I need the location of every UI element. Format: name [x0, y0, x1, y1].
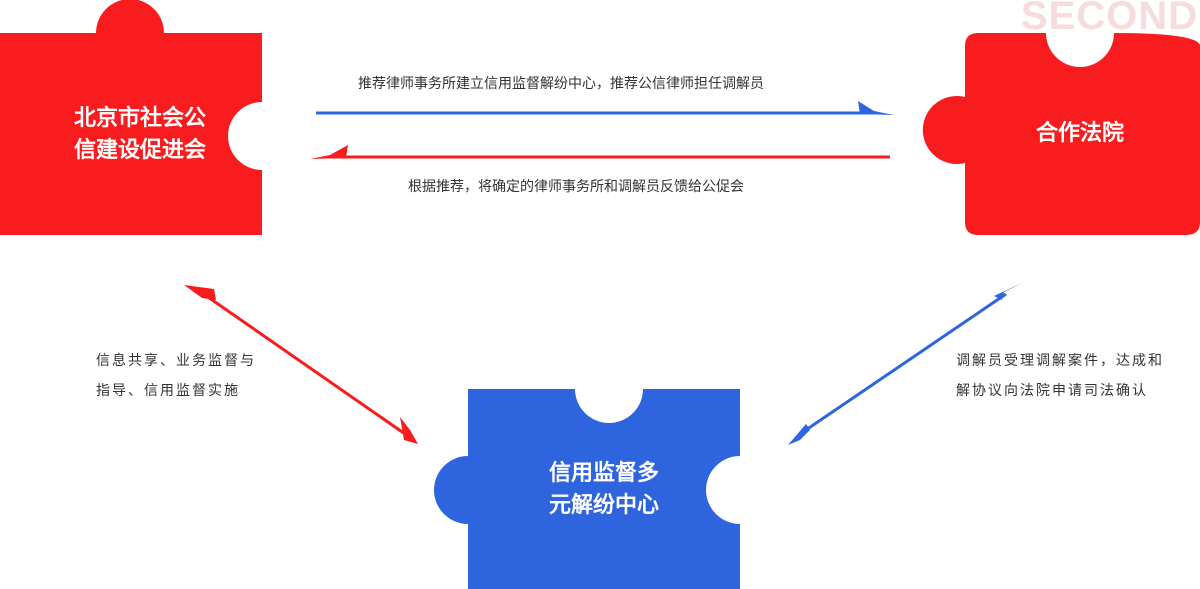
center-node-line1: 信用监督多	[548, 461, 659, 486]
center-node-line2: 元解纷中心	[548, 493, 659, 518]
share-arrow-head	[400, 417, 418, 444]
share-arrow-line	[204, 293, 409, 438]
apply-arrow-head	[994, 282, 1024, 300]
court-puzzle-piece	[922, 33, 1200, 235]
apply-arrow-tail	[788, 424, 810, 445]
apply-edge-line2: 解协议向法院申请司法确认	[956, 383, 1148, 399]
apply-edge-line1: 调解员受理调解案件，达成和	[956, 353, 1164, 369]
recommend-edge-label: 推荐律师事务所建立信用监督解纷中心，推荐公信律师担任调解员	[358, 76, 764, 92]
center-puzzle-piece	[434, 389, 740, 589]
apply-edge-label: 调解员受理调解案件，达成和 解协议向法院申请司法确认	[956, 346, 1164, 406]
share-edge-label: 信息共享、业务监督与 指导、信用监督实施	[96, 346, 256, 406]
beijing-puzzle-piece	[0, 0, 262, 235]
watermark-text: SECOND	[1020, 0, 1198, 38]
share-edge-line1: 信息共享、业务监督与	[96, 353, 256, 369]
beijing-node-label: 北京市社会公 信建设促进会	[40, 103, 240, 167]
feedback-edge-label: 根据推荐，将确定的律师事务所和调解员反馈给公促会	[408, 179, 744, 195]
apply-arrow-line	[799, 292, 1007, 436]
beijing-node-line1: 北京市社会公	[73, 106, 206, 131]
beijing-node-line2: 信建设促进会	[73, 138, 206, 163]
share-arrow-tail	[184, 285, 216, 300]
center-node-label: 信用监督多 元解纷中心	[504, 458, 704, 522]
share-edge-line2: 指导、信用监督实施	[96, 383, 240, 399]
court-node-label: 合作法院	[1035, 121, 1124, 146]
recommend-arrow-head	[858, 101, 894, 115]
feedback-arrow-head	[310, 145, 348, 159]
